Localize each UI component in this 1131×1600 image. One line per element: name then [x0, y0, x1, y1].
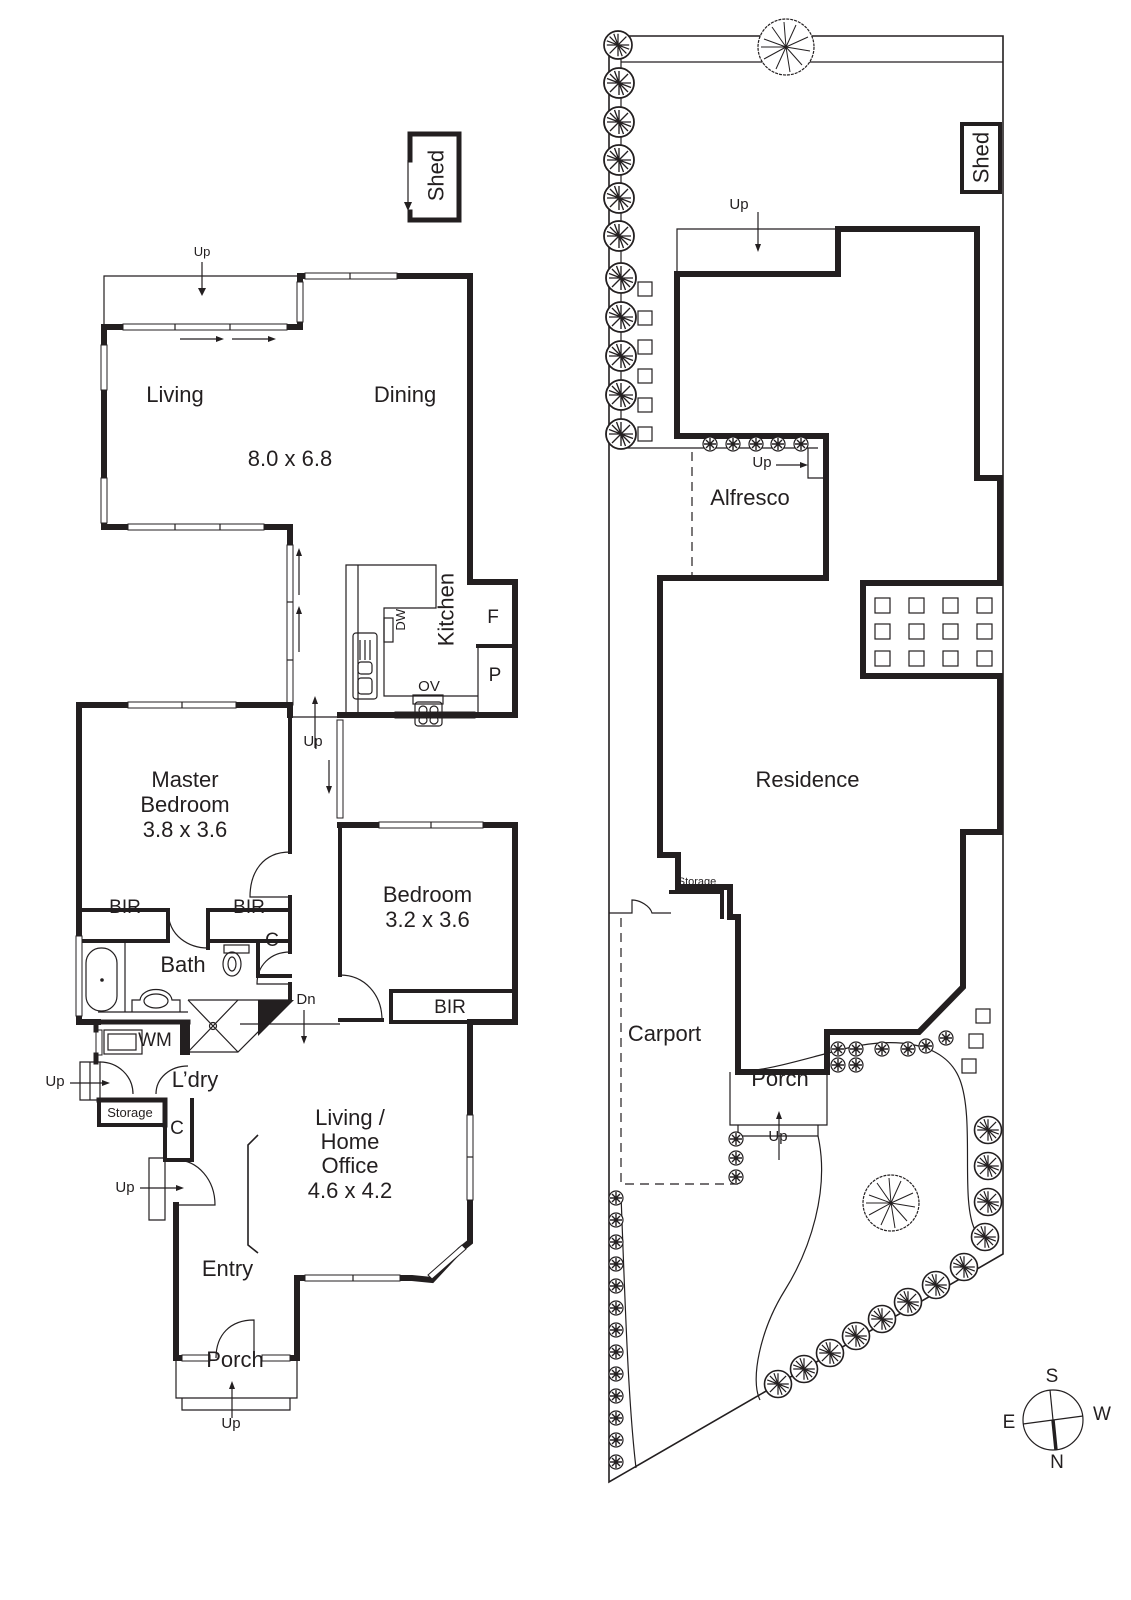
site-shed: [960, 122, 1002, 194]
shed-outline: [404, 131, 462, 223]
site-porch: [620, 1042, 976, 1469]
site-storage-label: Storage: [677, 876, 717, 888]
living-label: Living: [146, 382, 204, 407]
compass-west: W: [1093, 1404, 1111, 1425]
dining-label: Dining: [373, 382, 437, 407]
shed-label: Shed: [423, 149, 449, 202]
site-rear-up-label: Up: [729, 196, 749, 213]
bedroom-bir-label: BIR: [434, 997, 466, 1018]
stairs-down-arrow: [240, 1010, 340, 1044]
master-bedroom-walls: [75, 701, 293, 1025]
hedge-west: [608, 1190, 624, 1470]
carport: [609, 890, 738, 1185]
living-office-size: 4.6 x 4.2: [307, 1178, 393, 1203]
alfresco-label: Alfresco: [710, 485, 790, 510]
porch-label: Porch: [206, 1347, 264, 1372]
laundry-label: L’dry: [171, 1067, 219, 1092]
hall-up-label: Up: [303, 733, 323, 750]
fridge-label: F: [487, 607, 499, 628]
master-bedroom-label-2: Bedroom: [140, 792, 230, 817]
living-dining-walls: [100, 272, 518, 718]
entry-label: Entry: [201, 1256, 254, 1281]
shower: [180, 999, 294, 1055]
dishwasher-label: DW: [393, 608, 409, 631]
hall: [290, 696, 481, 819]
pergola-grid: [874, 597, 993, 667]
residence-label: Residence: [755, 767, 860, 792]
side-door: [140, 1157, 216, 1221]
storage-cupboard-label: C: [170, 1118, 184, 1139]
master-bir-2-label: BIR: [233, 897, 265, 918]
compass-east: E: [1002, 1412, 1016, 1433]
laundry: [70, 1023, 194, 1162]
stairs-down-label: Dn: [296, 991, 316, 1008]
living-office-label-2: Home: [320, 1129, 380, 1154]
alfresco-up-label: Up: [752, 454, 772, 471]
living-dining-size: 8.0 x 6.8: [247, 446, 333, 471]
compass-south: S: [1045, 1366, 1059, 1387]
kitchen-fixtures: [345, 564, 517, 727]
bath-label: Bath: [160, 952, 206, 977]
front-porch: [175, 1358, 298, 1418]
compass-north: N: [1050, 1452, 1064, 1473]
trees: [603, 18, 920, 1232]
site-porch-up-label: Up: [768, 1128, 788, 1145]
stepping-stones: [637, 281, 991, 1074]
washing-machine-label: WM: [138, 1030, 172, 1051]
site-shed-label: Shed: [968, 131, 994, 184]
rear-deck-up-label: Up: [193, 244, 211, 259]
bedroom-size: 3.2 x 3.6: [385, 907, 470, 932]
rear-deck: [103, 262, 300, 327]
master-bir-1-label: BIR: [109, 897, 141, 918]
site-porch-label: Porch: [751, 1066, 809, 1091]
oven-label: OV: [418, 678, 440, 695]
living-office-label-3: Office: [321, 1153, 379, 1178]
carport-label: Carport: [627, 1021, 702, 1046]
laundry-up-label: Up: [45, 1073, 65, 1090]
pantry-label: P: [488, 665, 502, 686]
residence-outline: [657, 212, 1003, 1075]
master-bedroom-label-1: Master: [151, 767, 219, 792]
hedge-alfresco: [702, 436, 809, 452]
porch-up-label: Up: [221, 1415, 241, 1432]
compass-rose: [1022, 1389, 1084, 1451]
site-boundary: [608, 35, 1004, 1484]
bath-cupboard-label: C: [265, 930, 279, 951]
hedge-east: [763, 1115, 1003, 1399]
master-bedroom-size: 3.8 x 3.6: [142, 817, 228, 842]
storage-label: Storage: [107, 1105, 153, 1120]
side-door-up-label: Up: [115, 1179, 135, 1196]
kitchen-label: Kitchen: [433, 572, 459, 647]
hedge-porch: [728, 1030, 954, 1185]
living-office-label-1: Living /: [315, 1105, 385, 1130]
bedroom-label: Bedroom: [382, 882, 473, 907]
